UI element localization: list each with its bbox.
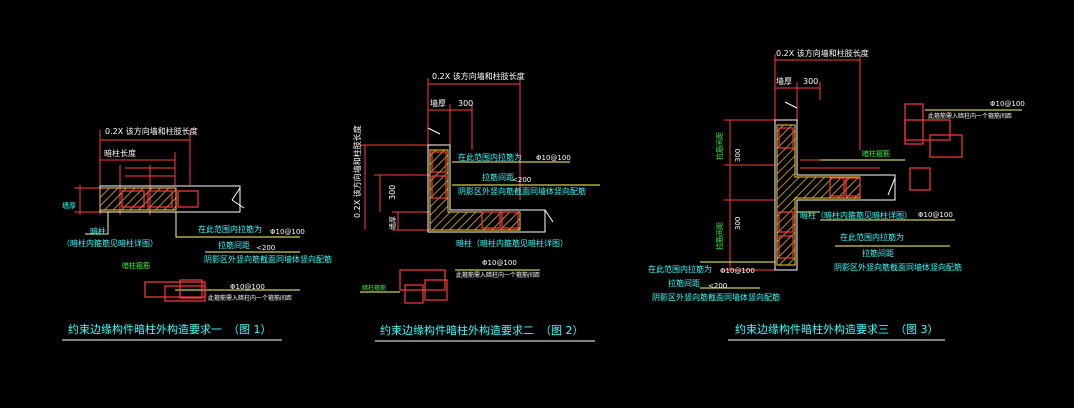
fig2-note-1: 在此范围内拉筋为 (458, 152, 522, 162)
fig1-rebar-stirrups (121, 190, 199, 208)
fig1-note-3: 阴影区外竖向筋截面同墙体竖向配筋 (204, 254, 332, 264)
fig2-dim-title: 0.2X 该方向墙和柱肢长度 (432, 71, 525, 81)
fig3-fig-no: （图 3） (895, 323, 939, 336)
fig2-wall-thk: 墙厚 (430, 98, 446, 108)
fig3-left-note-1: 在此范围内拉筋为 (648, 264, 712, 274)
fig1-dimension-lines (74, 130, 191, 215)
fig2-hatched-column (429, 149, 521, 231)
fig3-left-c: 拉筋间距 (715, 222, 724, 250)
fig3-tie-val: Φ10@100 (990, 100, 1025, 108)
fig1-dim-sub: 暗柱长度 (104, 148, 136, 158)
figure-2: 0.2X 该方向墙和柱肢长度 墙厚 300 0.2X 该方向墙和柱肢长度 300… (352, 71, 600, 342)
fig3-left-note-3: 阴影区外竖向筋截面同墙体竖向配筋 (652, 292, 780, 302)
fig1-caption: 约束边缘构件暗柱外构造要求一 (68, 322, 222, 336)
fig1-stirrup-detail (144, 279, 206, 302)
fig2-left-300: 300 (388, 185, 397, 200)
fig1-dim-title: 0.2X 该方向墙和柱肢长度 (105, 126, 198, 136)
fig1-tie-val: Φ10@100 (230, 283, 265, 291)
fig1-wall-thk: 墙厚 (62, 201, 76, 210)
fig3-left-note-2-val: <200 (708, 282, 727, 290)
fig1-tie-note: 此箍筋需入暗柱内一个箍筋间距 (208, 294, 292, 302)
fig2-caption: 约束边缘构件暗柱外构造要求二 (380, 323, 534, 337)
fig1-note-1: 在此范围内拉筋为 (198, 224, 262, 234)
fig3-stirrup-detail (904, 103, 963, 191)
fig2-note-3: 阴影区外竖向筋截面同墙体竖向配筋 (458, 186, 586, 196)
fig3-note-2: 拉筋间距 (862, 248, 894, 258)
fig2-col-label: 暗柱（暗柱内箍筋见暗柱详图） (456, 238, 568, 248)
fig2-leaders (360, 161, 600, 293)
fig2-note-2: 拉筋间距 (482, 172, 514, 182)
fig1-break-mark (231, 187, 241, 201)
fig1-note-1-val: Φ10@100 (270, 228, 305, 236)
fig2-fig-no: （图 2） (540, 324, 584, 337)
fig1-note-2-val: <200 (256, 244, 275, 252)
fig1-hatched-column (99, 187, 177, 211)
fig2-note-1-val: Φ10@100 (536, 154, 571, 162)
fig1-fig-no: （图 1） (228, 323, 272, 336)
fig2-break-mark-right (544, 209, 554, 223)
fig2-left-dim: 0.2X 该方向墙和柱肢长度 (352, 125, 362, 218)
fig2-break-mark-top (427, 127, 441, 135)
fig2-tie-note: 此箍筋需入暗柱内一个箍筋间距 (456, 271, 540, 279)
fig3-dim-300: 300 (803, 77, 818, 86)
fig3-wall (774, 119, 896, 271)
fig3-hatched-column (776, 124, 861, 266)
fig3-dimension-lines (724, 54, 880, 271)
fig3-tie-label: 暗柱箍筋 (862, 149, 890, 158)
fig3-left-a: 拉筋间距 (715, 132, 724, 160)
fig1-left-label-1: 暗柱 (90, 226, 106, 236)
fig3-wall-thk: 墙厚 (776, 76, 792, 86)
fig1-note-2: 拉筋间距 (218, 240, 250, 250)
fig2-tie-val: Φ10@100 (482, 259, 517, 267)
figure-1: 0.2X 该方向墙和柱肢长度 暗柱长度 墙厚 暗柱 （暗柱内箍筋见暗柱详图） 在… (62, 126, 332, 341)
fig3-left-note-2: 拉筋间距 (668, 278, 700, 288)
fig3-col-val: Φ10@100 (918, 211, 953, 219)
fig3-note-3: 阴影区外竖向筋截面同墙体竖向配筋 (834, 262, 962, 272)
fig3-left-d: 300 (734, 217, 742, 230)
fig3-note-1: 在此范围内拉筋为 (840, 232, 904, 242)
fig3-break-mark-right (887, 177, 896, 196)
fig2-dim-300: 300 (458, 99, 473, 108)
fig3-caption: 约束边缘构件暗柱外构造要求三 (735, 322, 889, 336)
fig2-left-thk: 墙厚 (388, 216, 397, 230)
fig2-rebar-stirrups (431, 151, 519, 229)
fig2-note-2-val: <200 (512, 176, 531, 184)
fig1-leaders (85, 212, 300, 291)
fig2-tie-label: 暗柱箍筋 (362, 284, 386, 292)
fig3-break-mark-top (784, 101, 798, 109)
fig2-stirrup-detail (399, 269, 448, 304)
fig1-left-label-2: （暗柱内箍筋见暗柱详图） (62, 238, 158, 248)
fig2-dimension-lines (360, 78, 521, 231)
figure-3: 0.2X 该方向墙和柱肢长度 墙厚 300 拉筋间距 300 拉筋间距 300 … (648, 48, 1025, 341)
fig3-col-label: 暗柱（暗柱内箍筋见暗柱详图） (800, 210, 912, 220)
fig3-tie-note: 此箍筋需入暗柱内一个箍筋间距 (928, 112, 1012, 120)
fig3-dim-title: 0.2X 该方向墙和柱肢长度 (776, 48, 869, 58)
fig3-rebar-stirrups (778, 127, 861, 259)
fig1-tie-label: 暗柱箍筋 (122, 261, 150, 270)
fig3-left-note-1-val: Φ10@100 (720, 267, 755, 275)
fig3-left-b: 300 (734, 149, 742, 162)
fig3-leaders (700, 109, 1022, 289)
